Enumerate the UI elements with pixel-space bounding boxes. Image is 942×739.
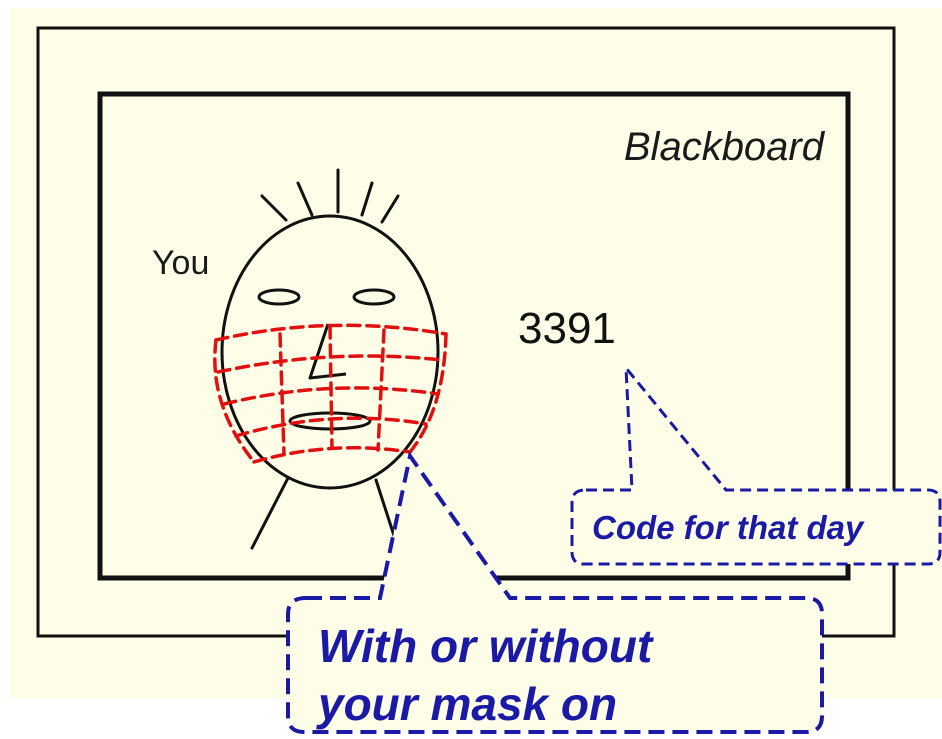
mask-callout-line2: your mask on — [316, 678, 617, 730]
code-callout-text: Code for that day — [592, 509, 865, 546]
code-value: 3391 — [518, 304, 616, 353]
person-label: You — [152, 244, 209, 282]
mask-column — [330, 326, 332, 448]
blackboard-label: Blackboard — [624, 125, 826, 169]
mask-callout-line1: With or without — [318, 620, 654, 672]
